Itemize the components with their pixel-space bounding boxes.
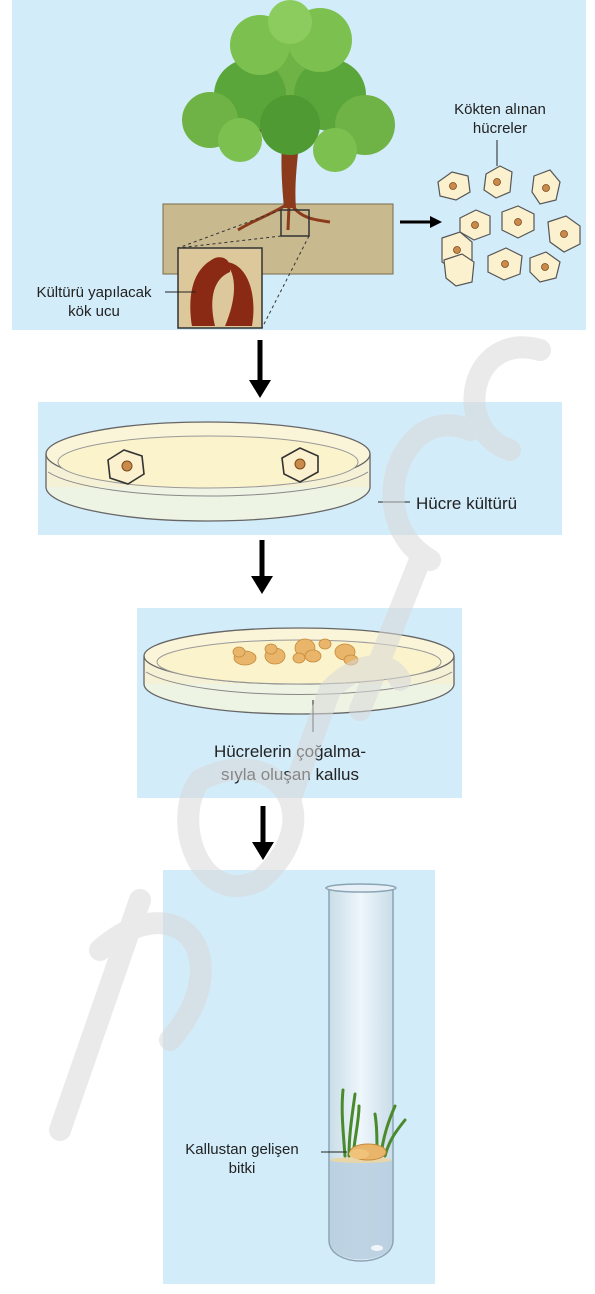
down-arrow-3 [248, 806, 278, 862]
cells-label-line1: Kökten alınan [440, 100, 560, 119]
plant-label: Kallustan gelişen bitki [162, 1140, 322, 1178]
down-arrow-2 [247, 540, 277, 596]
plant-label-line2: bitki [162, 1159, 322, 1178]
root-tip-label-line1: Kültürü yapılacak [14, 283, 174, 302]
callus-label-line2: sıyla oluşan kallus [160, 763, 420, 786]
down-arrow-1 [245, 340, 275, 400]
cells-label: Kökten alınan hücreler [440, 100, 560, 138]
callus-label-line1: Hücrelerin çoğalma- [160, 740, 420, 763]
callus-label: Hücrelerin çoğalma- sıyla oluşan kallus [160, 740, 420, 786]
plant-label-line1: Kallustan gelişen [162, 1140, 322, 1159]
root-tip-label-line2: kök ucu [14, 302, 174, 321]
test-tube-plant [163, 870, 435, 1284]
cell-culture-label: Hücre kültürü [416, 494, 517, 513]
cells-label-line2: hücreler [440, 119, 560, 138]
root-tip-label: Kültürü yapılacak kök ucu [14, 283, 174, 321]
tree-canopy [182, 0, 395, 172]
petri-dish-cell-culture [38, 402, 562, 535]
root-cells [438, 166, 580, 286]
